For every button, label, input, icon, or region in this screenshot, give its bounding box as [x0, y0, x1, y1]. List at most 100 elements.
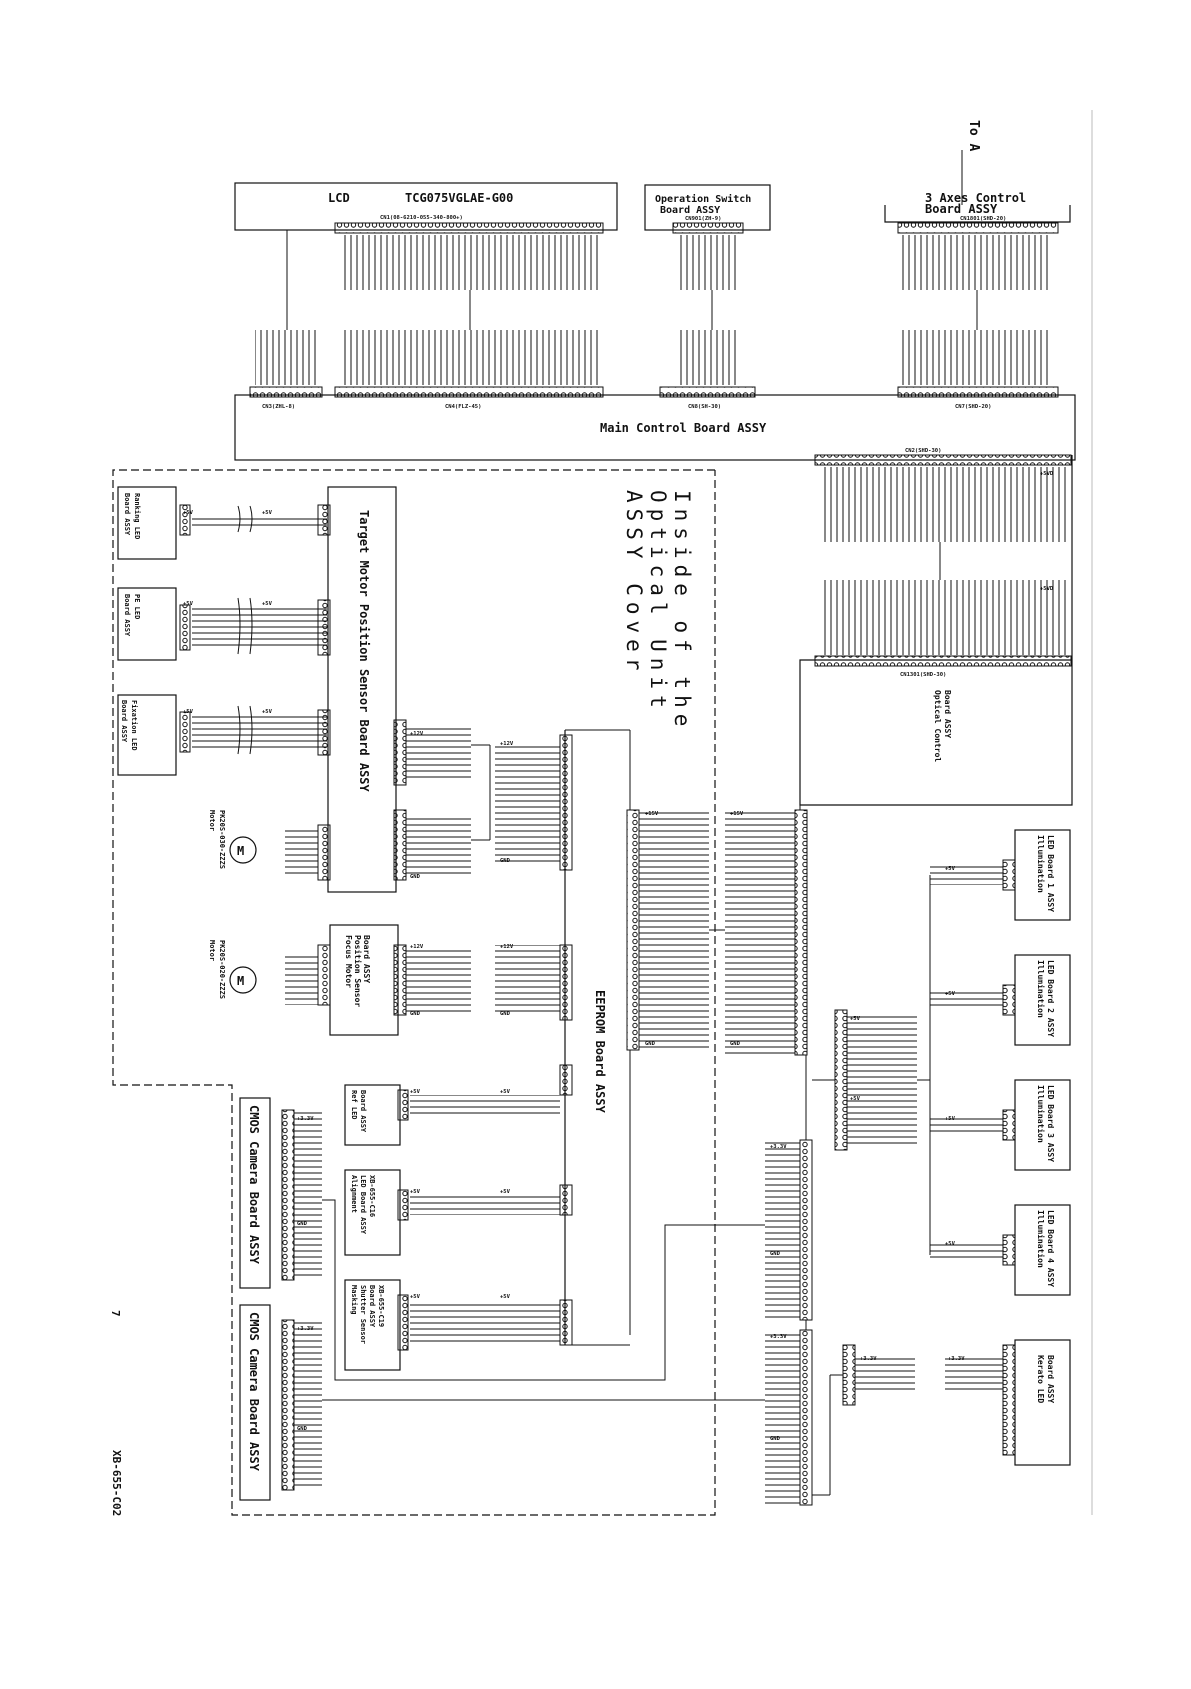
- svg-text:XB-655-C16: XB-655-C16: [368, 1175, 376, 1217]
- svg-text:To A: To A: [966, 120, 981, 151]
- svg-text:Motor: Motor: [208, 810, 216, 831]
- lcd-connector: CN1(08-6210-055-340-800+): [380, 215, 463, 221]
- svg-text:PE LED: PE LED: [133, 594, 141, 619]
- svg-text:GND: GND: [297, 1426, 308, 1432]
- svg-text:+3.3V: +3.3V: [770, 1144, 787, 1150]
- svg-text:GND: GND: [410, 1011, 421, 1017]
- svg-text:+12V: +12V: [410, 731, 424, 737]
- inside-title: Inside of the Optical Unit ASSY Cover: [622, 490, 694, 732]
- svg-text:GND: GND: [770, 1436, 781, 1442]
- svg-text:Ranking LED: Ranking LED: [133, 493, 141, 539]
- svg-text:+3.3V: +3.3V: [860, 1356, 877, 1362]
- cmos-camera-2: CMOS Camera Board ASSY: [239, 1304, 765, 1501]
- inside-cover-region: [112, 469, 716, 1516]
- svg-text:Board ASSY: Board ASSY: [359, 1090, 367, 1133]
- svg-text:XB-655-C19: XB-655-C19: [377, 1285, 385, 1327]
- svg-text:+5V: +5V: [410, 1089, 421, 1095]
- optical-control-board: CN1301(SHD-30) Optical Control Board ASS…: [799, 455, 1073, 806]
- svg-text:Fixation LED: Fixation LED: [130, 700, 138, 751]
- masking-shutter-board: Masking Shutter Sensor Board ASSY XB-655…: [344, 1279, 560, 1371]
- axes-title-1: 3 Axes Control: [925, 191, 1026, 205]
- svg-text:+5VD: +5VD: [1040, 586, 1054, 592]
- svg-text:+5V: +5V: [262, 601, 273, 607]
- main-control-board: CN3(ZHL-8) CN4(FLZ-45) CN8(SH-30) CN7(SH…: [234, 386, 1076, 466]
- svg-text:+5V: +5V: [945, 1116, 956, 1122]
- svg-text:Kerato LED: Kerato LED: [1036, 1355, 1045, 1403]
- svg-text:GND: GND: [500, 858, 511, 864]
- svg-text:+5V: +5V: [850, 1016, 861, 1022]
- svg-text:+5V: +5V: [262, 709, 273, 715]
- svg-text:+12V: +12V: [410, 944, 424, 950]
- svg-text:Position Sensor: Position Sensor: [353, 935, 363, 1007]
- ref-led-board: Ref LED Board ASSY: [344, 1084, 560, 1146]
- main-board-label: Main Control Board ASSY: [600, 421, 767, 435]
- svg-text:GND: GND: [297, 1221, 308, 1227]
- eeprom-board: EEPROM Board ASSY: [559, 729, 709, 1346]
- axes-connector: CN1801(SHD-20): [960, 216, 1006, 222]
- svg-text:+12V: +12V: [500, 741, 514, 747]
- svg-text:GND: GND: [770, 1251, 781, 1257]
- svg-text:+12V: +12V: [500, 944, 514, 950]
- svg-text:LED Board 4 ASSY: LED Board 4 ASSY: [1046, 1210, 1055, 1287]
- svg-text:+5V: +5V: [500, 1189, 511, 1195]
- svg-text:+15V: +15V: [730, 811, 744, 817]
- svg-text:Board ASSY: Board ASSY: [362, 935, 371, 983]
- main-cn2: CN2(SHD-30): [905, 448, 941, 454]
- optical-connector: CN1301(SHD-30): [900, 672, 946, 678]
- svg-text:+5V: +5V: [410, 1189, 421, 1195]
- svg-text:+3.3V: +3.3V: [770, 1334, 787, 1340]
- svg-text:+5V: +5V: [945, 991, 956, 997]
- opsw-connector: CN901(ZH-9): [685, 216, 721, 222]
- svg-text:PK20S-020-ZZZS: PK20S-020-ZZZS: [218, 940, 226, 999]
- motor-1: M Motor PK20S-030-ZZZS: [208, 810, 318, 875]
- svg-text:Board ASSY: Board ASSY: [368, 1285, 376, 1328]
- svg-text:GND: GND: [410, 874, 421, 880]
- sensor-ranking: Ranking LED Board ASSY: [117, 486, 191, 560]
- to-a-label: To A: [966, 120, 981, 151]
- svg-text:Focus Motor: Focus Motor: [344, 935, 353, 988]
- svg-text:+5V: +5V: [850, 1096, 861, 1102]
- svg-text:LED Board 2 ASSY: LED Board 2 ASSY: [1046, 960, 1055, 1037]
- lcd-title: LCD: [328, 191, 350, 205]
- svg-text:+5V: +5V: [500, 1294, 511, 1300]
- svg-text:GND: GND: [730, 1041, 741, 1047]
- svg-text:Board ASSY: Board ASSY: [123, 594, 131, 637]
- svg-text:GND: GND: [500, 1011, 511, 1017]
- svg-text:Optical Unit: Optical Unit: [646, 490, 670, 714]
- main-cn4: CN4(FLZ-45): [445, 404, 481, 410]
- svg-text:7: 7: [109, 1310, 122, 1317]
- svg-text:+5V: +5V: [183, 709, 194, 715]
- svg-text:Ref LED: Ref LED: [350, 1090, 358, 1120]
- svg-text:XB-655-C02: XB-655-C02: [110, 1450, 123, 1516]
- svg-text:LED Board 1 ASSY: LED Board 1 ASSY: [1046, 835, 1055, 912]
- svg-text:+15V: +15V: [645, 811, 659, 817]
- opsw-title-1: Operation Switch: [655, 193, 751, 205]
- svg-text:+5V: +5V: [945, 1241, 956, 1247]
- eeprom-title: EEPROM Board ASSY: [593, 990, 607, 1114]
- optical-label-1: Optical Control: [933, 690, 943, 762]
- lcd-block: LCD TCG075VGLAE-G00 CN1(08-6210-055-340-…: [234, 182, 618, 290]
- svg-text:Illumination: Illumination: [1036, 960, 1046, 1018]
- svg-text:+5V: +5V: [183, 601, 194, 607]
- svg-text:CMOS Camera Board ASSY: CMOS Camera Board ASSY: [247, 1105, 261, 1265]
- axes-title-2: Board ASSY: [925, 202, 998, 216]
- svg-text:ASSY Cover: ASSY Cover: [622, 490, 646, 676]
- svg-text:+3.3V: +3.3V: [948, 1356, 965, 1362]
- svg-text:M: M: [237, 844, 244, 858]
- alignment-led-board: Alignment LED Board ASSY XB-655-C16: [344, 1169, 560, 1256]
- svg-text:+3.3V: +3.3V: [297, 1326, 314, 1332]
- page-number: 7: [109, 1310, 122, 1317]
- svg-text:+3.3V: +3.3V: [297, 1116, 314, 1122]
- illum-board-2: Illumination LED Board 2 ASSY: [930, 954, 1071, 1046]
- sensor-pe: PE LED Board ASSY: [117, 587, 191, 661]
- svg-text:Inside of the: Inside of the: [670, 490, 694, 732]
- svg-text:Masking: Masking: [350, 1285, 358, 1315]
- motor-2: M Motor PK20S-020-ZZZS: [208, 940, 318, 1005]
- svg-text:Alignment: Alignment: [350, 1175, 358, 1213]
- opsw-title-2: Board ASSY: [660, 205, 720, 216]
- target-motor-title: Target Motor Position Sensor Board ASSY: [357, 510, 371, 793]
- svg-text:+5V: +5V: [945, 866, 956, 872]
- opsw-block: Operation Switch Board ASSY CN901(ZH-9): [644, 184, 771, 290]
- focus-motor-board: Focus Motor Position Sensor Board ASSY: [317, 924, 407, 1036]
